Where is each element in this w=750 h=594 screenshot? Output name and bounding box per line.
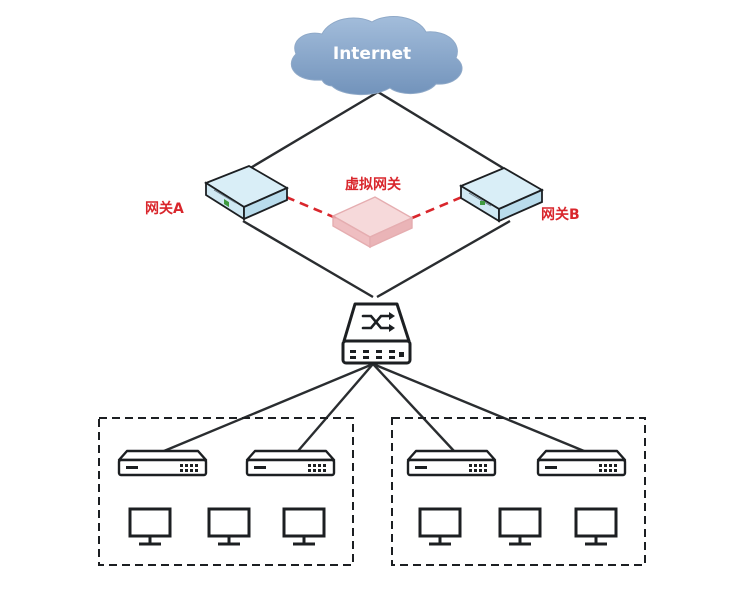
virtual-link-gateway-a: [285, 195, 337, 220]
virtual-gateway-router-icon: [331, 196, 414, 249]
access-switch-left-2-icon: [245, 449, 336, 477]
core-switch-icon: [341, 302, 412, 365]
gateway-a-label: 网关A: [145, 200, 184, 217]
monitor-icon: [207, 507, 251, 546]
monitor-icon: [282, 507, 326, 546]
link-gateway-b-core-switch: [376, 219, 511, 299]
pc-monitors: [128, 507, 618, 546]
monitor-icon: [128, 507, 172, 546]
access-switch-left-1-icon: [117, 449, 208, 477]
link-gateway-a-core-switch: [242, 219, 374, 299]
link-core-switch-right-2: [372, 362, 585, 453]
virtual-link-gateway-b: [411, 195, 463, 220]
link-core-switch-left-2: [297, 363, 374, 452]
link-core-switch-left-1: [163, 362, 374, 453]
access-group-right: [391, 417, 646, 566]
access-switch-right-2-icon: [536, 449, 627, 477]
access-group-left: [98, 417, 354, 566]
link-internet-gateway-b: [377, 90, 504, 170]
link-internet-gateway-a: [246, 90, 379, 172]
monitor-icon: [418, 507, 462, 546]
monitor-icon: [498, 507, 542, 546]
access-switch-right-1-icon: [406, 449, 497, 477]
monitor-icon: [574, 507, 618, 546]
cloud-icon: Internet: [290, 16, 463, 96]
gateway-a-router-icon: [204, 165, 289, 221]
link-core-switch-right-1: [372, 363, 455, 452]
gateway-b-router-icon: [459, 166, 544, 223]
virtual-gateway-label: 虚拟网关: [345, 176, 401, 193]
cloud-label: Internet: [333, 44, 411, 64]
virtual-links: [285, 195, 463, 220]
gateway-b-label: 网关B: [541, 206, 580, 223]
links: [163, 90, 585, 453]
